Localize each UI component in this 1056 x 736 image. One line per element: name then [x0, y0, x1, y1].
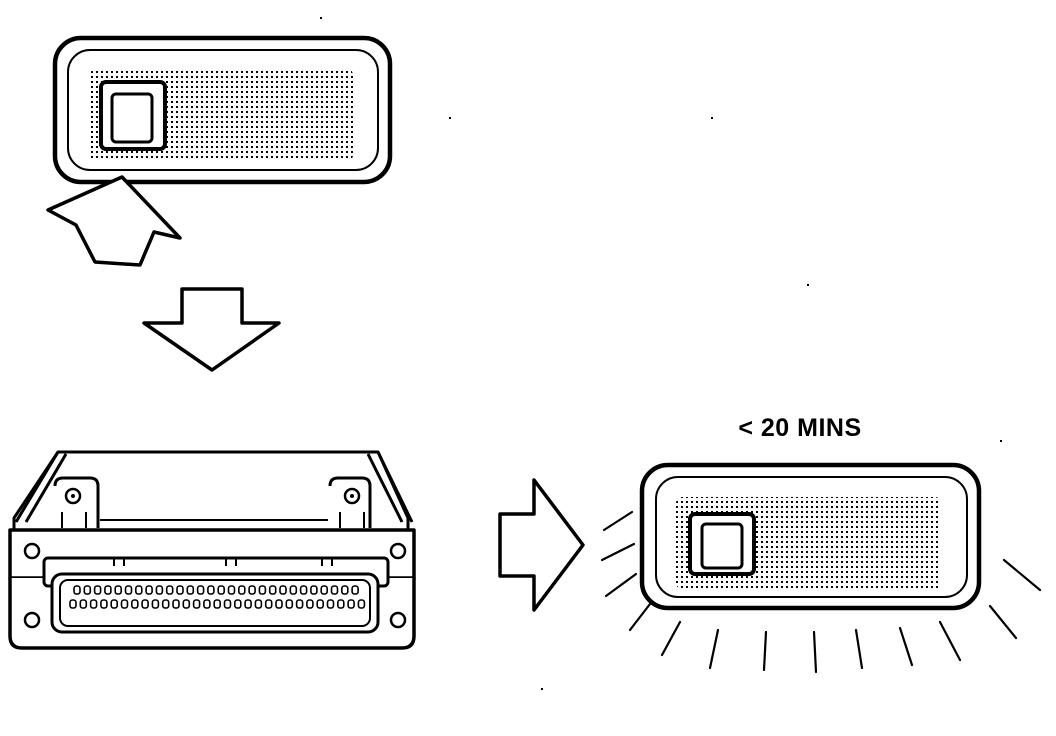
connector-pin	[131, 599, 139, 609]
connector-pin	[310, 585, 318, 595]
connector-pin	[254, 599, 263, 609]
connector-pin	[165, 585, 174, 595]
connector-pin	[110, 599, 118, 609]
connector-pin	[299, 585, 308, 595]
connector-pin	[244, 599, 252, 609]
connector-pin	[238, 585, 246, 595]
connector-pin	[89, 599, 98, 609]
connector-pin	[182, 599, 191, 609]
connector-pin	[203, 599, 211, 609]
connector-pin	[120, 599, 129, 609]
connector-pin	[258, 585, 267, 595]
connector-pin	[100, 599, 108, 609]
connector-pin	[289, 585, 298, 595]
scan-specks	[320, 17, 1002, 690]
connector-pin	[217, 585, 225, 595]
connector-pin	[316, 599, 325, 609]
connector-pin	[279, 585, 287, 595]
connector-pin	[336, 599, 345, 609]
connector-pin	[145, 585, 153, 595]
connector-pin	[264, 599, 273, 609]
connector-pin	[295, 599, 304, 609]
connector-pin	[357, 599, 366, 609]
press-arrow-icon	[46, 175, 182, 267]
connector-pin	[192, 599, 201, 609]
connector-pin	[320, 585, 329, 595]
right-arrow-icon	[498, 478, 585, 612]
connector-pin	[73, 585, 81, 595]
connector-pin	[213, 599, 221, 609]
connector-pin	[275, 599, 283, 609]
connector-pin	[151, 599, 160, 609]
connector-pin	[227, 585, 236, 595]
connector-pin	[141, 599, 149, 609]
connector-pin	[330, 585, 339, 595]
connector-pin	[155, 585, 164, 595]
connector-pin	[135, 585, 143, 595]
light-rays	[600, 510, 1042, 674]
connector-pin	[104, 585, 112, 595]
connector-pin	[207, 585, 215, 595]
connector-pin	[83, 585, 92, 595]
connector-pin	[268, 585, 277, 595]
connector-pin	[196, 585, 205, 595]
connector-pin	[326, 599, 335, 609]
connector-pin	[234, 599, 242, 609]
connector-pin	[306, 599, 314, 609]
courtesy-light-panel-icon	[52, 35, 393, 185]
connector-pin	[347, 599, 355, 609]
connector-pin	[93, 585, 102, 595]
connector-pin	[124, 585, 133, 595]
connector-pin	[114, 585, 122, 595]
connector-pin	[186, 585, 195, 595]
connector-pin	[223, 599, 232, 609]
connector-pin	[172, 599, 180, 609]
connector-pin	[79, 599, 88, 609]
connector-pin	[285, 599, 294, 609]
timer-label: < 20 MINS	[738, 414, 862, 442]
connector-pin	[161, 599, 170, 609]
connector-pin	[69, 599, 77, 609]
illuminated-light-panel-icon	[600, 462, 1042, 674]
connector-pin	[340, 585, 349, 595]
connector-pin	[176, 585, 184, 595]
down-arrow-icon	[142, 287, 281, 372]
connector-pin	[351, 585, 359, 595]
connector-pin	[248, 585, 256, 595]
ecu-module-icon	[8, 450, 416, 650]
